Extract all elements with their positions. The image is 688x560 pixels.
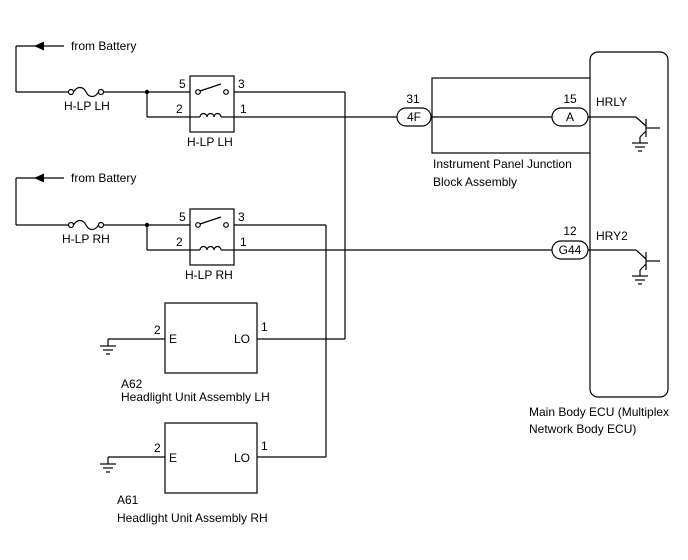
- connector-a: A 15: [551, 92, 589, 127]
- main-body-ecu: Main Body ECU (Multiplex Network Body EC…: [529, 51, 669, 436]
- pin-31-label: 31: [406, 92, 420, 106]
- relay-lh-pin3: 3: [238, 77, 245, 91]
- fuse-lh-label: H-LP LH: [64, 99, 110, 113]
- pin-e-lh: 2: [154, 323, 161, 337]
- relay-rh-pin1: 1: [240, 235, 247, 249]
- relay-rh-label: H-LP RH: [185, 268, 233, 282]
- headlight-lh-name: Headlight Unit Assembly LH: [121, 390, 270, 404]
- svg-text:A: A: [566, 110, 574, 124]
- relay-h-lp-rh: 5 3 2 1 H-LP RH: [176, 208, 247, 282]
- relay-rh-pin3: 3: [238, 210, 245, 224]
- fuse-rh-label: H-LP RH: [62, 232, 110, 246]
- relay-lh-pin5: 5: [179, 77, 186, 91]
- fuse-h-lp-lh: H-LP LH: [64, 86, 110, 113]
- ecu-name-line1: Main Body ECU (Multiplex: [529, 405, 669, 419]
- terminal-lo-lh: LO: [234, 332, 250, 346]
- fuse-h-lp-rh: H-LP RH: [62, 219, 110, 246]
- transistor-hry2-icon: [588, 249, 660, 285]
- headlight-unit-lh: E LO 2 1 A62 Headlight Unit Assembly LH: [121, 302, 270, 404]
- relay-lh-label: H-LP LH: [187, 135, 233, 149]
- relay-rh-pin2: 2: [176, 235, 183, 249]
- battery-feed-lh: from Battery: [15, 39, 136, 93]
- svg-text:4F: 4F: [407, 110, 421, 124]
- relay-h-lp-lh: 5 3 2 1 H-LP LH: [176, 75, 247, 149]
- pin-15-label: 15: [563, 92, 577, 106]
- ground-icon: [100, 339, 116, 355]
- relay-lh-pin1: 1: [240, 102, 247, 116]
- svg-text:G44: G44: [559, 243, 582, 257]
- transistor-hrly-icon: [588, 116, 660, 152]
- relay-lh-pin2: 2: [176, 102, 183, 116]
- pin-lo-lh: 1: [261, 320, 268, 334]
- headlight-rh-code: A61: [117, 493, 139, 507]
- ecu-name-line2: Network Body ECU): [529, 422, 636, 436]
- headlight-lh-code: A62: [121, 377, 143, 391]
- pin-12-label: 12: [563, 224, 577, 238]
- signal-hrly-label: HRLY: [596, 95, 627, 109]
- terminal-e-rh: E: [169, 451, 177, 465]
- junction-block-name-line1: Instrument Panel Junction: [433, 157, 572, 171]
- battery-feed-rh: from Battery: [15, 171, 136, 226]
- headlight-unit-rh: E LO 2 1 A61 Headlight Unit Assembly RH: [117, 422, 268, 525]
- junction-block-name-line2: Block Assembly: [433, 175, 517, 189]
- arrow-left-icon: [34, 41, 44, 51]
- pin-lo-rh: 1: [261, 439, 268, 453]
- terminal-lo-rh: LO: [234, 451, 250, 465]
- signal-hry2-label: HRY2: [596, 229, 628, 243]
- from-battery-label: from Battery: [71, 171, 136, 185]
- relay-rh-pin5: 5: [179, 210, 186, 224]
- connector-4f: 4F 31: [396, 92, 432, 127]
- ground-icon: [100, 457, 116, 473]
- junction-block: Instrument Panel Junction Block Assembly: [420, 77, 593, 189]
- arrow-left-icon: [34, 173, 44, 183]
- terminal-e-lh: E: [169, 332, 177, 346]
- from-battery-label: from Battery: [71, 39, 136, 53]
- pin-e-rh: 2: [154, 441, 161, 455]
- headlight-rh-name: Headlight Unit Assembly RH: [117, 511, 268, 525]
- connector-g44: G44 12: [551, 224, 589, 260]
